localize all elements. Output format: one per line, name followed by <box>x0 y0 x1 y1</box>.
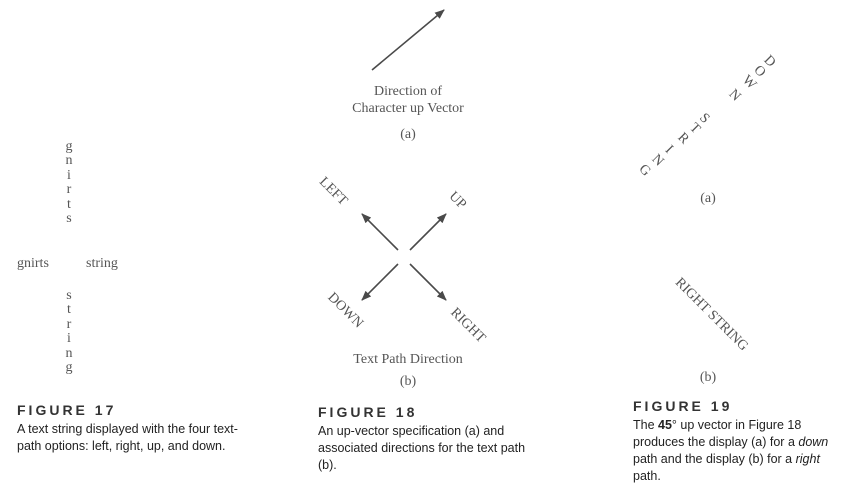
right-text-string: string <box>86 256 118 271</box>
left-arrow <box>361 213 399 251</box>
char: n <box>65 153 73 169</box>
char: r <box>66 316 72 332</box>
up-vector-label-line1: Direction of <box>373 84 443 99</box>
caption-degree: ° <box>671 418 677 432</box>
left-text-string: gnirts <box>17 256 49 271</box>
char: s <box>66 211 72 227</box>
char: t <box>67 196 71 212</box>
figure-18-caption: An up-vector specification (a) and assoc… <box>318 424 526 472</box>
figure-19-sub-a: (a) <box>700 191 716 206</box>
char: i <box>67 167 71 183</box>
text-path-direction-label: Text Path Direction <box>353 352 463 367</box>
char: i <box>67 331 71 347</box>
char: g <box>65 139 73 154</box>
char: n <box>65 345 73 361</box>
caption-text: up vector in Figure 18 produces the disp… <box>633 418 802 449</box>
char: s <box>66 288 72 303</box>
caption-text: path and the display (b) for a <box>633 452 796 466</box>
caption-text: path. <box>633 469 661 483</box>
figure-19-sub-b: (b) <box>699 370 717 385</box>
caption-emphasis-right: right <box>795 452 820 466</box>
downward-text-string: s t r i n g <box>62 288 76 376</box>
right-arrow <box>409 263 447 301</box>
up-vector-arrow <box>371 9 445 71</box>
figure-18-sub-a: (a) <box>400 127 416 142</box>
char: g <box>65 360 73 376</box>
char: N <box>725 86 744 105</box>
down-string-display: D O W N S T R I N G <box>0 0 846 200</box>
figure-17-label: FIGURE 17 <box>17 402 117 418</box>
down-arrow <box>361 263 399 301</box>
char: t <box>67 302 71 318</box>
figure-17-caption: A text string displayed with the four te… <box>17 422 238 453</box>
figure-18-label: FIGURE 18 <box>318 404 418 420</box>
figure-19-label: FIGURE 19 <box>633 398 733 414</box>
figure-18-sub-b: (b) <box>399 374 417 389</box>
char: r <box>66 182 72 198</box>
up-vector-label-line2: Character up Vector <box>352 101 464 116</box>
caption-angle: 45 <box>658 418 672 432</box>
caption-emphasis-down: down <box>798 435 829 449</box>
up-arrow <box>409 213 447 251</box>
upward-text-string: g n i r t s <box>62 139 76 227</box>
figure-19-caption: The 45° up vector in Figure 18 produces … <box>633 417 838 485</box>
caption-text: The <box>633 418 659 432</box>
